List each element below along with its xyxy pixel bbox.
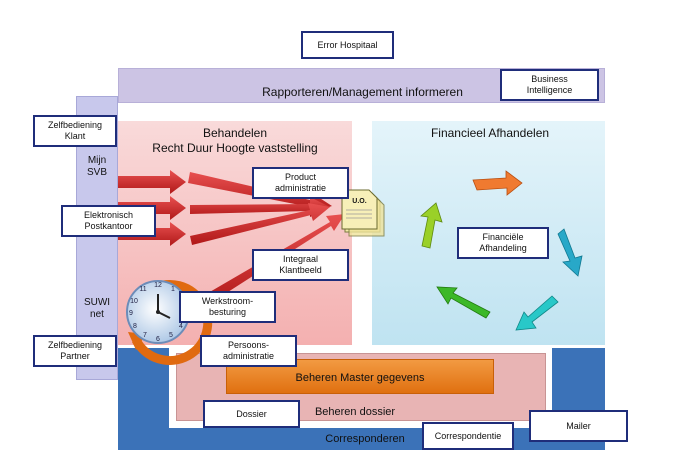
zelfbediening-partner-box: Zelfbediening Partner bbox=[33, 335, 117, 367]
persoons-administratie-line-1: Persoons- bbox=[227, 340, 270, 350]
integraal-klantbeeld-line-1: Integraal bbox=[282, 254, 319, 264]
integraal-klantbeeld-box: Integraal Klantbeeld bbox=[252, 249, 349, 281]
dossier-label: Dossier bbox=[236, 408, 267, 419]
integraal-klantbeeld-line-2: Klantbeeld bbox=[279, 265, 322, 275]
financieel-afhandelen-title: Financieel Afhandelen bbox=[430, 126, 550, 140]
business-intelligence-line-2: Intelligence bbox=[526, 85, 573, 95]
svg-text:11: 11 bbox=[139, 286, 146, 293]
svg-text:12: 12 bbox=[154, 282, 162, 289]
business-intelligence-line-1: Business bbox=[531, 74, 568, 84]
product-administratie-line-1: Product bbox=[284, 172, 317, 182]
zelfbediening-klant-line-2: Klant bbox=[64, 131, 86, 141]
svg-text:8: 8 bbox=[133, 323, 137, 330]
beheren-dossier-label: Beheren dossier bbox=[314, 406, 396, 418]
elektronisch-postkantoor-box: Elektronisch Postkantoor bbox=[61, 205, 156, 237]
behandelen-title-line-2: Recht Duur Hoogte vaststelling bbox=[152, 141, 318, 155]
zelfbediening-partner-line-1: Zelfbediening bbox=[47, 340, 103, 350]
financiele-afhandeling-line-2: Afhandeling bbox=[479, 243, 527, 253]
svg-text:1: 1 bbox=[171, 286, 175, 293]
mijn-svb-line-1: Mijn bbox=[87, 155, 107, 166]
business-intelligence-box: Business Intelligence bbox=[500, 69, 599, 101]
behandelen-title-line-1: Behandelen bbox=[202, 126, 268, 140]
suwi-net-line-1: SUWI bbox=[83, 297, 111, 308]
suwi-net-line-2: net bbox=[90, 309, 104, 320]
correspondentie-box: Correspondentie bbox=[422, 422, 514, 450]
error-hospitaal-box: Error Hospitaal bbox=[301, 31, 394, 59]
werkstroom-besturing-box: Werkstroom- besturing bbox=[179, 291, 276, 323]
svg-text:5: 5 bbox=[169, 332, 173, 339]
correspondentie-label: Correspondentie bbox=[434, 430, 502, 441]
cycle-arrow-icon bbox=[420, 170, 583, 331]
elektronisch-postkantoor-line-1: Elektronisch bbox=[83, 210, 134, 220]
svg-text:9: 9 bbox=[129, 310, 133, 317]
werkstroom-besturing-line-2: besturing bbox=[208, 307, 247, 317]
mijn-svb-line-2: SVB bbox=[86, 167, 107, 178]
behandelen-title: Behandelen Recht Duur Hoogte vaststellin… bbox=[130, 126, 340, 156]
product-administratie-box: Product administratie bbox=[252, 167, 349, 199]
mailer-label: Mailer bbox=[566, 420, 591, 431]
elektronisch-postkantoor-line-2: Postkantoor bbox=[84, 221, 133, 231]
beheren-master-gegevens-label: Beheren Master gegevens bbox=[295, 372, 425, 384]
document-icon bbox=[341, 189, 385, 237]
svg-text:4: 4 bbox=[179, 323, 183, 330]
error-hospitaal-label: Error Hospitaal bbox=[317, 39, 378, 50]
rapporteren-label: Rapporteren/Management informeren bbox=[262, 85, 463, 99]
werkstroom-besturing-line-1: Werkstroom- bbox=[201, 296, 254, 306]
zelfbediening-klant-line-1: Zelfbediening bbox=[47, 120, 103, 130]
clock-icon: 12 1 2 3 4 5 6 7 8 9 10 11 bbox=[126, 279, 213, 365]
uo-document-label: U.O. bbox=[352, 198, 367, 205]
suwi-net-label: SUWI net bbox=[76, 297, 118, 321]
financiele-afhandeling-line-1: Financiële bbox=[482, 232, 524, 242]
dossier-box: Dossier bbox=[203, 400, 300, 428]
product-administratie-line-2: administratie bbox=[274, 183, 327, 193]
financiele-afhandeling-box: Financiële Afhandeling bbox=[457, 227, 549, 259]
mijn-svb-label: Mijn SVB bbox=[76, 155, 118, 179]
mailer-box: Mailer bbox=[529, 410, 628, 442]
svg-text:6: 6 bbox=[156, 336, 160, 343]
svg-text:10: 10 bbox=[130, 298, 138, 305]
zelfbediening-partner-line-2: Partner bbox=[60, 351, 90, 361]
svg-text:7: 7 bbox=[143, 332, 147, 339]
persoons-administratie-line-2: administratie bbox=[222, 351, 275, 361]
corresponderen-label: Corresponderen bbox=[325, 433, 405, 445]
zelfbediening-klant-box: Zelfbediening Klant bbox=[33, 115, 117, 147]
persoons-administratie-box: Persoons- administratie bbox=[200, 335, 297, 367]
